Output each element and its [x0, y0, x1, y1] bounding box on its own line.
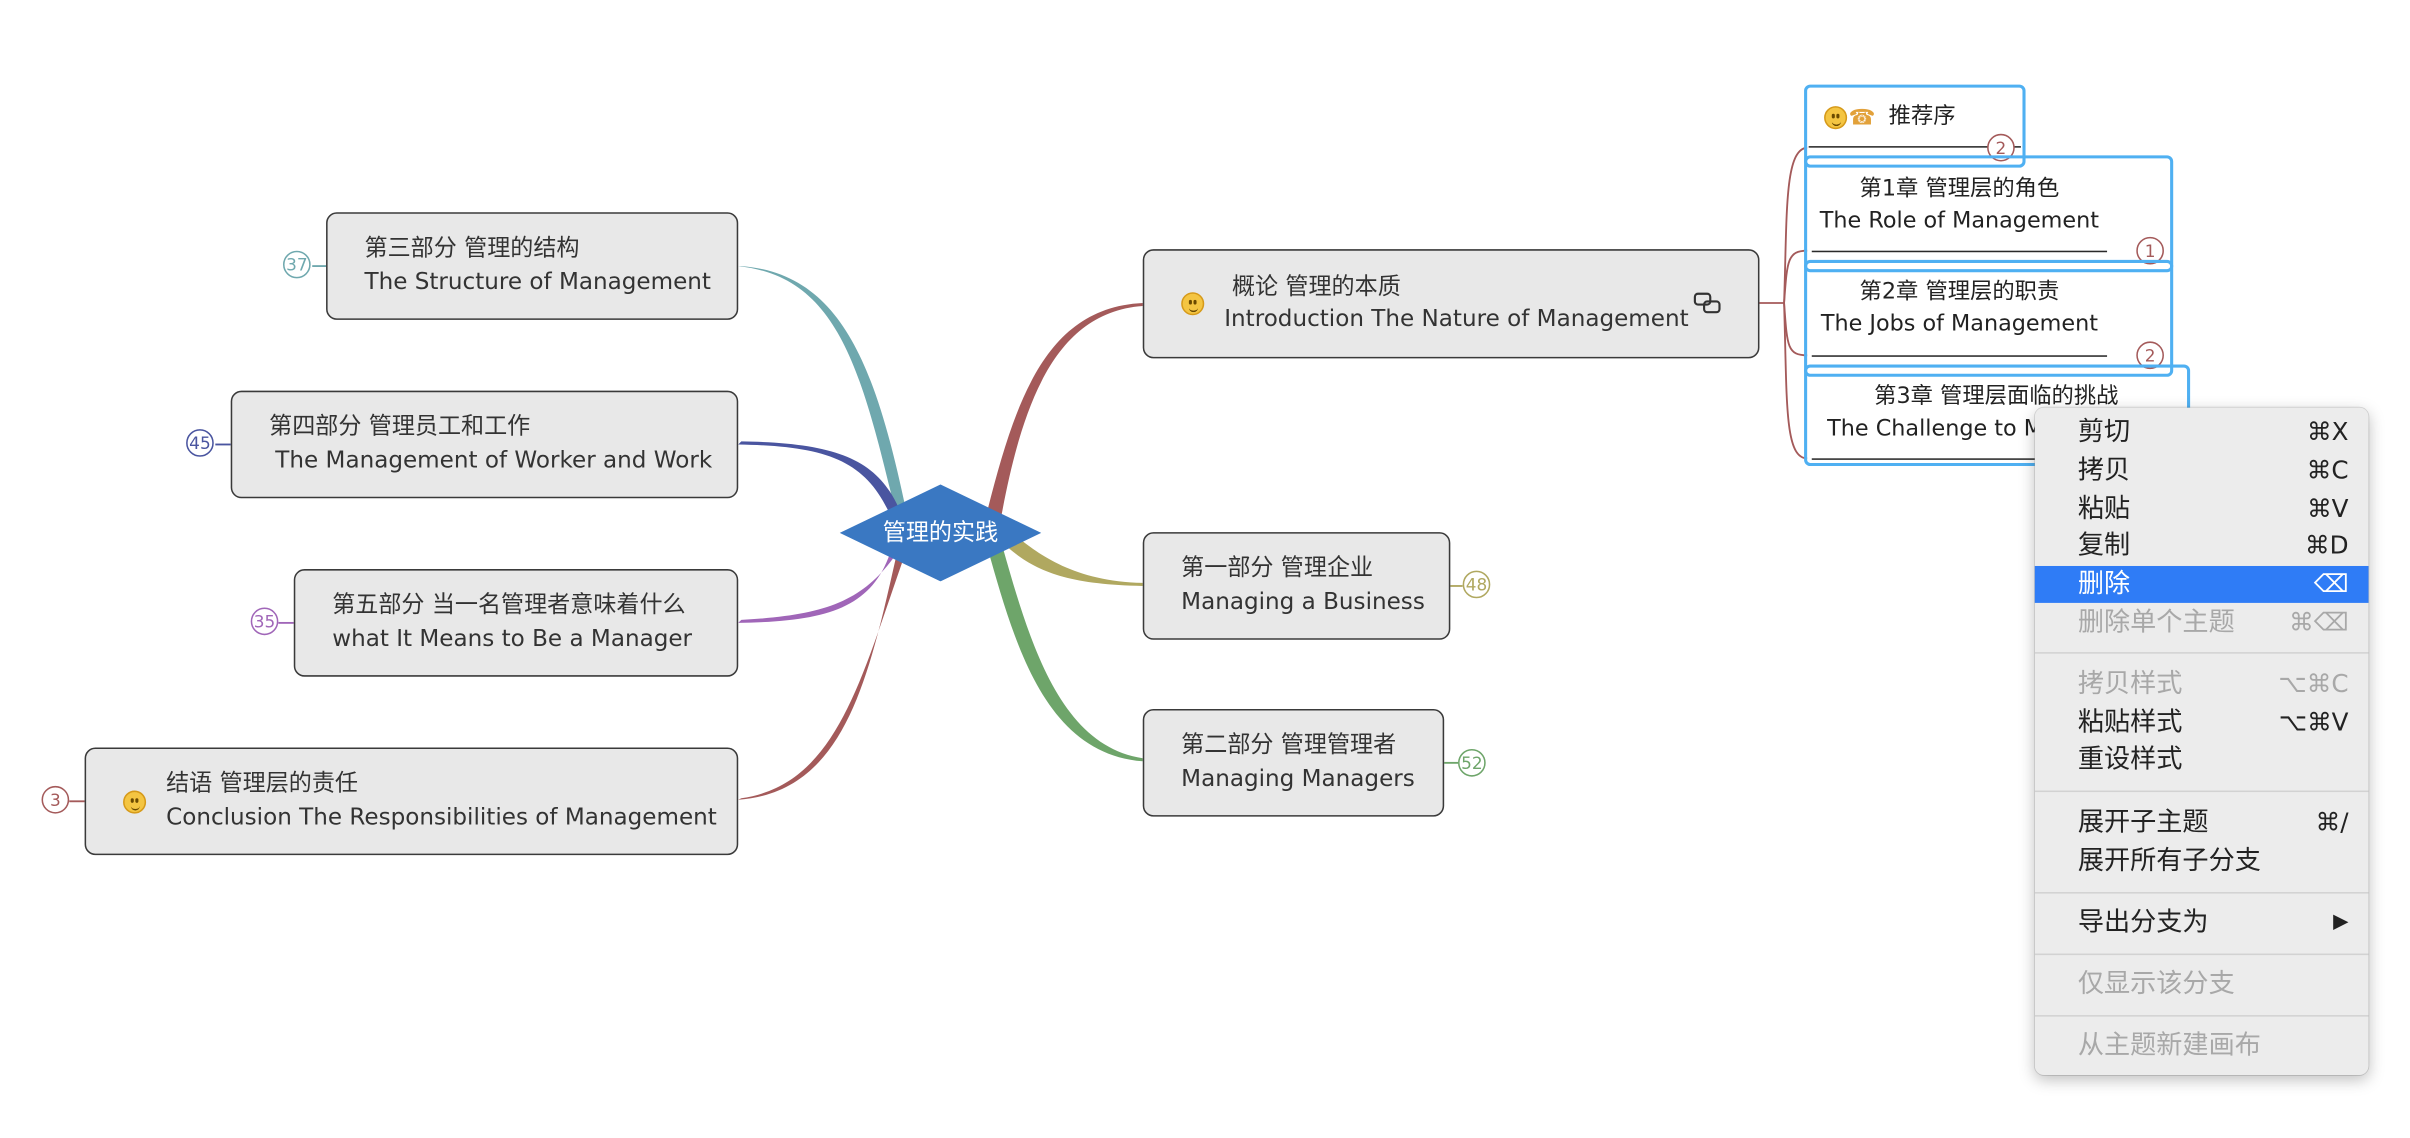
menu-item-label: 从主题新建画布 [2077, 1030, 2261, 1062]
menu-item-shortcut: ⌘D [2304, 530, 2349, 560]
menu-item-reset-style[interactable]: 重设样式 [2035, 741, 2369, 778]
menu-item-label: 展开所有子分支 [2077, 845, 2261, 877]
submenu-arrow-icon: ▶ [2333, 910, 2349, 934]
menu-item-label: 导出分支为 [2077, 907, 2209, 939]
menu-item-label: 拷贝样式 [2077, 669, 2183, 700]
subtopic-preface[interactable]: ☎ 推荐序 [1808, 88, 2021, 148]
topic-part2-subtitle: Managing Managers [1181, 764, 1415, 793]
menu-item-new-sheet-from-topic[interactable]: 从主题新建画布 [2035, 1027, 2369, 1064]
topic-part2-title: 第二部分 管理管理者 [1181, 730, 1397, 759]
selection-outline [1804, 259, 2174, 377]
subtopic-ch3[interactable]: 第3章 管理层面临的挑战 The Challenge to M [1811, 380, 2181, 460]
subtopic-underline [1811, 458, 2181, 460]
menu-item-cut[interactable]: 剪切 ⌘X [2035, 414, 2369, 451]
menu-item-duplicate[interactable]: 复制 ⌘D [2035, 528, 2369, 565]
menu-separator [2034, 1015, 2369, 1017]
menu-item-label: 粘贴样式 [2077, 707, 2183, 739]
menu-item-shortcut: ⌥⌘V [2278, 707, 2349, 737]
selection-outline [1804, 84, 2026, 168]
menu-item-shortcut: ⌘C [2306, 455, 2349, 485]
menu-item-shortcut: ⌘V [2307, 493, 2349, 523]
topic-part1-count-badge[interactable]: 48 [1462, 570, 1491, 599]
menu-item-expand-subtopics[interactable]: 展开子主题 ⌘/ [2035, 804, 2369, 841]
topic-part2[interactable]: 第二部分 管理管理者 Managing Managers [1142, 709, 1445, 817]
topic-conclusion-subtitle: Conclusion The Responsibilities of Manag… [166, 802, 717, 831]
topic-intro-title: 概论 管理的本质 [1231, 272, 1401, 300]
topic-part1-title: 第一部分 管理企业 [1181, 553, 1374, 582]
topic-part1[interactable]: 第一部分 管理企业 Managing a Business [1142, 532, 1451, 640]
topic-intro-subtitle: Introduction The Nature of Management [1224, 304, 1689, 333]
menu-item-copy[interactable]: 拷贝 ⌘C [2035, 452, 2369, 489]
menu-item-label: 删除单个主题 [2077, 607, 2235, 639]
menu-item-delete[interactable]: 删除 ⌫ [2034, 565, 2369, 603]
menu-item-label: 拷贝 [2077, 455, 2131, 487]
menu-separator [2034, 790, 2369, 793]
subtopic-underline [1808, 146, 2021, 148]
topic-part5[interactable]: 第五部分 当一名管理者意味着什么 what It Means to Be a M… [293, 569, 739, 677]
topic-part3-title: 第三部分 管理的结构 [364, 233, 580, 262]
subtopic-ch2-count-badge[interactable]: 2 [2136, 341, 2164, 370]
menu-separator [2034, 892, 2369, 894]
subtopic-preface-label: 推荐序 [1888, 104, 1956, 130]
central-topic-label: 管理的实践 [882, 518, 999, 546]
subtopic-ch3-title: 第3章 管理层面临的挑战 [1874, 384, 2119, 410]
subtopic-underline [1811, 355, 2108, 357]
menu-item-paste[interactable]: 粘贴 ⌘V [2035, 491, 2369, 528]
topic-part4-count-badge[interactable]: 45 [186, 429, 214, 457]
menu-item-paste-style[interactable]: 粘贴样式 ⌥⌘V [2035, 704, 2369, 741]
menu-item-label: 删除 [2077, 569, 2131, 600]
topic-intro[interactable]: 概论 管理的本质 Introduction The Nature of Mana… [1142, 249, 1760, 359]
smiley-icon [123, 790, 147, 814]
menu-item-show-branch-only[interactable]: 仅显示该分支 [2035, 966, 2369, 1003]
subtopic-ch2-title: 第2章 管理层的职责 [1859, 279, 2060, 305]
smiley-icon [1181, 292, 1205, 316]
topic-part1-subtitle: Managing a Business [1181, 587, 1425, 616]
topic-part3-count-badge[interactable]: 37 [282, 250, 311, 279]
menu-item-copy-style[interactable]: 拷贝样式 ⌥⌘C [2035, 666, 2369, 703]
topic-part5-count-badge[interactable]: 35 [250, 607, 279, 636]
subtopic-ch1-subtitle: The Role of Management [1819, 209, 2100, 234]
menu-separator [2034, 953, 2369, 956]
subtopic-ch3-subtitle: The Challenge to M [1827, 416, 2044, 442]
backspace-icon: ⌫ [2313, 569, 2349, 599]
selection-outline [1804, 155, 2174, 273]
topic-conclusion-count-badge[interactable]: 3 [41, 785, 70, 814]
menu-item-label: 复制 [2077, 530, 2131, 562]
topic-part2-count-badge[interactable]: 52 [1458, 749, 1486, 777]
topic-part3[interactable]: 第三部分 管理的结构 The Structure of Management [326, 212, 739, 320]
menu-item-label: 剪切 [2077, 416, 2131, 448]
topic-part3-subtitle: The Structure of Management [364, 267, 711, 296]
subtopic-ch1-title: 第1章 管理层的角色 [1859, 176, 2060, 202]
topic-part4[interactable]: 第四部分 管理员工和工作 The Management of Worker an… [230, 390, 739, 499]
menu-item-expand-all-branches[interactable]: 展开所有子分支 [2035, 843, 2369, 880]
central-topic[interactable]: 管理的实践 [839, 484, 1042, 582]
topic-conclusion-title: 结语 管理层的责任 [166, 769, 359, 797]
subtopic-ch2[interactable]: 第2章 管理层的职责 The Jobs of Management [1811, 277, 2108, 357]
context-menu: 剪切 ⌘X 拷贝 ⌘C 粘贴 ⌘V 复制 ⌘D 删除 ⌫ 删除单个主题 ⌘⌫ 拷贝样式 ⌥⌘C… [2034, 407, 2369, 1076]
menu-item-delete-single-topic[interactable]: 删除单个主题 ⌘⌫ [2035, 604, 2369, 641]
menu-separator [2034, 652, 2369, 654]
menu-item-label: 展开子主题 [2077, 807, 2209, 839]
topic-part5-title: 第五部分 当一名管理者意味着什么 [332, 590, 686, 619]
central-diamond-shape [839, 484, 1042, 582]
menu-item-export-branch[interactable]: 导出分支为 ▶ [2035, 904, 2369, 941]
menu-item-shortcut: ⌥⌘C [2278, 669, 2349, 699]
menu-item-shortcut: ⌘X [2307, 416, 2349, 447]
topic-part4-title: 第四部分 管理员工和工作 [269, 412, 531, 440]
phone-icon: ☎ [1848, 106, 1876, 131]
topic-part4-subtitle: The Management of Worker and Work [275, 446, 713, 474]
smiley-icon [1824, 106, 1848, 130]
menu-item-label: 重设样式 [2077, 744, 2183, 776]
topic-conclusion[interactable]: 结语 管理层的责任 Conclusion The Responsibilitie… [84, 747, 739, 856]
subtopic-ch1[interactable]: 第1章 管理层的角色 The Role of Management [1811, 172, 2108, 253]
menu-item-label: 仅显示该分支 [2077, 968, 2235, 1000]
menu-item-shortcut: ⌘/ [2315, 807, 2349, 837]
subtopic-underline [1811, 250, 2108, 253]
menu-item-shortcut: ⌘⌫ [2289, 607, 2349, 637]
menu-item-label: 粘贴 [2077, 493, 2131, 525]
link-icon[interactable] [1693, 292, 1721, 314]
subtopic-ch2-subtitle: The Jobs of Management [1820, 312, 2098, 337]
topic-part5-subtitle: what It Means to Be a Manager [332, 624, 693, 653]
